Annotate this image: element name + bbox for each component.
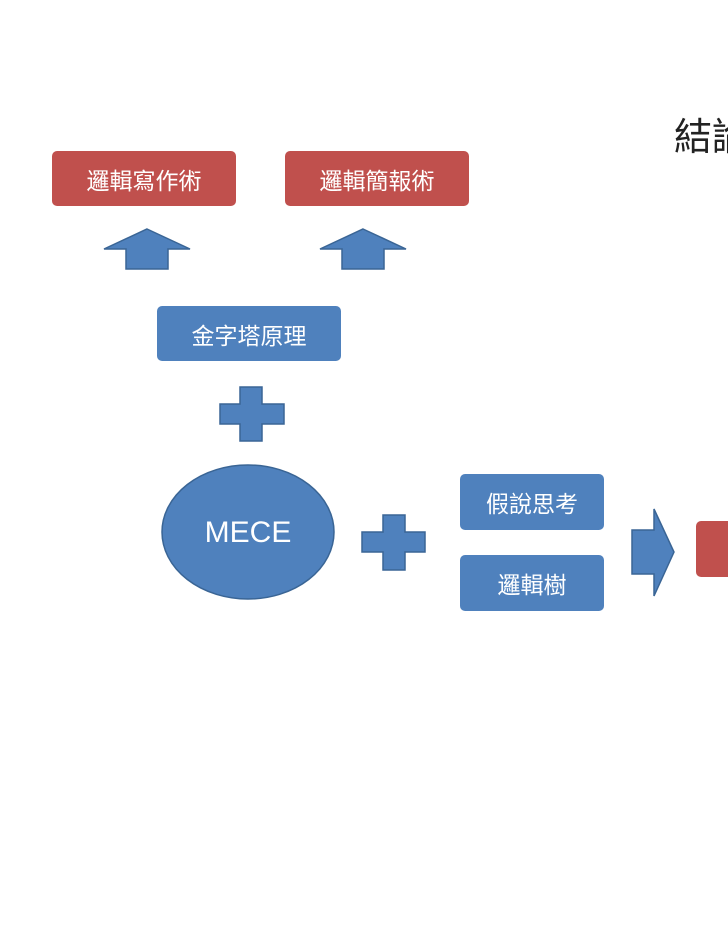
diagram-title: 結論 <box>674 115 728 159</box>
logic-tree-box: 邏輯樹 <box>460 555 604 611</box>
plus-icon <box>219 386 285 442</box>
up-arrow-icon <box>103 228 191 270</box>
logical-writing-box: 邏輯寫作術 <box>52 151 236 206</box>
mece-ellipse <box>161 464 335 600</box>
mece-label: MECE <box>204 515 292 549</box>
up-arrow-icon <box>319 228 407 270</box>
logical-presentation-box: 邏輯簡報術 <box>285 151 469 206</box>
right-arrow-icon <box>631 508 675 597</box>
plus-icon <box>361 514 426 571</box>
result-box <box>696 521 728 577</box>
pyramid-principle-box: 金字塔原理 <box>157 306 341 361</box>
hypothesis-thinking-box: 假說思考 <box>460 474 604 530</box>
